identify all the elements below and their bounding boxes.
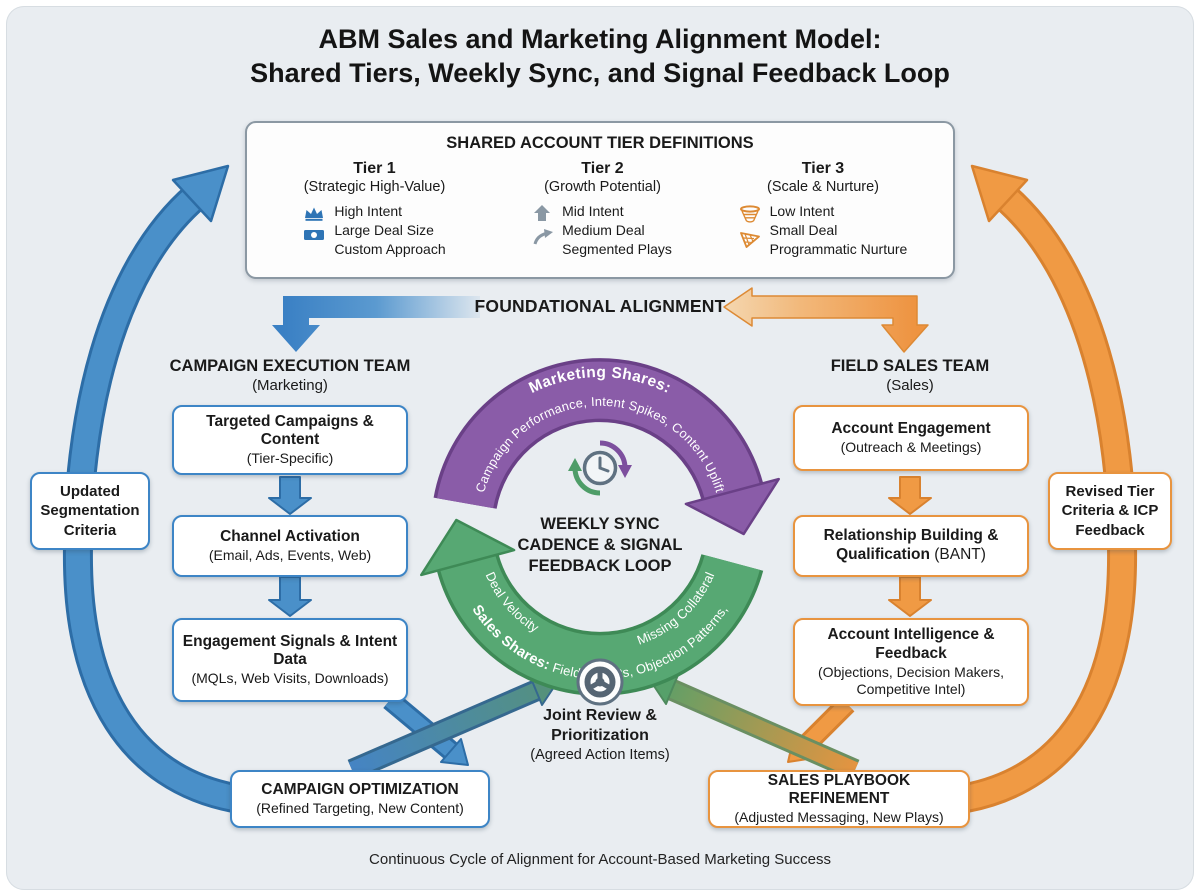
box-subtitle: (Email, Ads, Events, Web) bbox=[208, 546, 372, 563]
marketing-arc-arrowhead bbox=[684, 477, 780, 536]
joint-review-subtitle: (Agreed Action Items) bbox=[530, 747, 670, 763]
tier-box-heading: SHARED ACCOUNT TIER DEFINITIONS bbox=[446, 134, 754, 152]
box-title: CAMPAIGN OPTIMIZATION bbox=[261, 781, 459, 798]
updated-segmentation-box: Updated Segmentation Criteria bbox=[30, 472, 150, 550]
relationship-building-box: Relationship Building & Qualification (B… bbox=[793, 515, 1029, 577]
joint-review-label: Joint Review & Prioritization (Agreed Ac… bbox=[495, 706, 705, 765]
box-subtitle: (MQLs, Web Visits, Downloads) bbox=[191, 670, 389, 687]
tier-2-item: Mid Intent bbox=[562, 203, 624, 220]
marketing-flow-arrow-1 bbox=[268, 476, 312, 515]
account-engagement-box: Account Engagement (Outreach & Meetings) bbox=[793, 405, 1029, 471]
side-note-text: Revised Tier Criteria & ICP Feedback bbox=[1061, 482, 1159, 539]
tier-2-column: Tier 2 (Growth Potential) Mid Intent Med… bbox=[495, 159, 710, 259]
marketing-feedback-loop-arrow bbox=[62, 164, 238, 813]
foundational-alignment-label: FOUNDATIONAL ALIGNMENT bbox=[474, 296, 726, 316]
box-title: Targeted Campaigns & Content bbox=[206, 412, 374, 449]
marketing-team-header: CAMPAIGN EXECUTION TEAM (Marketing) bbox=[150, 357, 430, 396]
hoop-net-icon bbox=[739, 205, 760, 223]
side-note-text: Updated Segmentation Criteria bbox=[40, 482, 140, 539]
tier-1-item: Large Deal Size bbox=[334, 222, 434, 239]
tier-2-item: Segmented Plays bbox=[562, 240, 672, 257]
box-title: Channel Activation bbox=[220, 528, 360, 545]
box-title: Relationship Building & Qualification bbox=[823, 527, 999, 563]
tier-2-name: Tier 2 bbox=[581, 160, 624, 177]
tier-3-item: Low Intent bbox=[769, 203, 835, 220]
tier-3-item: Small Deal bbox=[769, 222, 838, 239]
box-title: Account Engagement bbox=[831, 420, 991, 437]
joint-review-title2: Prioritization bbox=[551, 727, 649, 744]
sales-feedback-loop-arrow bbox=[962, 164, 1138, 813]
tier-3-name: Tier 3 bbox=[801, 160, 845, 177]
shared-tier-definitions-box: SHARED ACCOUNT TIER DEFINITIONS Tier 1 (… bbox=[245, 121, 955, 279]
crown-icon bbox=[305, 207, 324, 222]
tier-1-subtitle: (Strategic High-Value) bbox=[303, 179, 446, 195]
box-title: Account Intelligence & Feedback bbox=[827, 626, 995, 662]
sales-playbook-refinement-box: SALES PLAYBOOK REFINEMENT (Adjusted Mess… bbox=[708, 770, 970, 828]
cone-net-icon bbox=[739, 232, 760, 249]
box-subtitle: (Outreach & Meetings) bbox=[840, 438, 982, 455]
marketing-team-sub: (Marketing) bbox=[252, 376, 328, 394]
box-title: SALES PLAYBOOK REFINEMENT bbox=[767, 771, 911, 808]
marketing-team-name: CAMPAIGN EXECUTION TEAM bbox=[169, 357, 411, 375]
sales-flow-arrow-1 bbox=[888, 476, 932, 515]
weekly-sync-hub-label: WEEKLY SYNC CADENCE & SIGNAL FEEDBACK LO… bbox=[495, 514, 705, 577]
tier-3-column: Tier 3 (Scale & Nurture) Low Intent Smal… bbox=[709, 159, 937, 259]
box-title: Engagement Signals & Intent Data bbox=[182, 632, 398, 669]
campaign-optimization-box: CAMPAIGN OPTIMIZATION (Refined Targeting… bbox=[230, 770, 490, 828]
tier-1-name: Tier 1 bbox=[353, 160, 396, 177]
revised-tier-criteria-box: Revised Tier Criteria & ICP Feedback bbox=[1048, 472, 1172, 550]
tier-3-subtitle: (Scale & Nurture) bbox=[766, 179, 879, 195]
bottom-caption: Continuous Cycle of Alignment for Accoun… bbox=[369, 851, 831, 868]
tier-3-item: Programmatic Nurture bbox=[769, 240, 908, 257]
sales-flow-arrow-2 bbox=[888, 576, 932, 617]
engagement-signals-box: Engagement Signals & Intent Data (MQLs, … bbox=[172, 618, 408, 702]
tier-2-item: Medium Deal bbox=[562, 222, 645, 239]
tier-1-item: Custom Approach bbox=[334, 240, 446, 257]
channel-activation-box: Channel Activation (Email, Ads, Events, … bbox=[172, 515, 408, 577]
box-subtitle: (Refined Targeting, New Content) bbox=[256, 799, 464, 816]
tier-1-column: Tier 1 (Strategic High-Value) High Inten… bbox=[267, 159, 482, 259]
box-subtitle: (Objections, Decision Makers, Competitiv… bbox=[818, 663, 1004, 697]
title-line2: Shared Tiers, Weekly Sync, and Signal Fe… bbox=[250, 58, 950, 89]
account-intelligence-box: Account Intelligence & Feedback (Objecti… bbox=[793, 618, 1029, 706]
hub-line2: CADENCE & SIGNAL bbox=[517, 536, 683, 555]
sync-clock-icon bbox=[568, 440, 632, 496]
tier-2-subtitle: (Growth Potential) bbox=[544, 179, 661, 195]
box-title-tail: (BANT) bbox=[934, 546, 986, 563]
hub-line1: WEEKLY SYNC bbox=[540, 515, 660, 533]
targeted-campaigns-box: Targeted Campaigns & Content (Tier-Speci… bbox=[172, 405, 408, 475]
arrow-up-icon bbox=[534, 205, 551, 222]
sales-team-name: FIELD SALES TEAM bbox=[830, 357, 990, 375]
box-subtitle: (Tier-Specific) bbox=[246, 450, 334, 467]
box-subtitle: (Adjusted Messaging, New Plays) bbox=[734, 809, 944, 826]
joint-review-icon bbox=[576, 658, 624, 706]
title-line1: ABM Sales and Marketing Alignment Model: bbox=[318, 24, 882, 54]
marketing-shares-arc bbox=[433, 358, 764, 510]
tier-1-item: High Intent bbox=[334, 203, 403, 220]
sales-team-header: FIELD SALES TEAM (Sales) bbox=[770, 357, 1050, 396]
hub-line3: FEEDBACK LOOP bbox=[528, 557, 672, 576]
curved-arrow-icon bbox=[533, 229, 554, 245]
sales-arc-arrowhead bbox=[420, 518, 516, 577]
foundational-blue-arrow bbox=[272, 296, 480, 352]
joint-review-title: Joint Review & bbox=[543, 707, 657, 724]
marketing-flow-arrow-2 bbox=[268, 576, 312, 617]
foundational-orange-arrow bbox=[723, 287, 929, 353]
banknote-icon bbox=[304, 230, 325, 241]
page-title: ABM Sales and Marketing Alignment Model:… bbox=[0, 22, 1200, 90]
sales-team-sub: (Sales) bbox=[886, 376, 934, 394]
